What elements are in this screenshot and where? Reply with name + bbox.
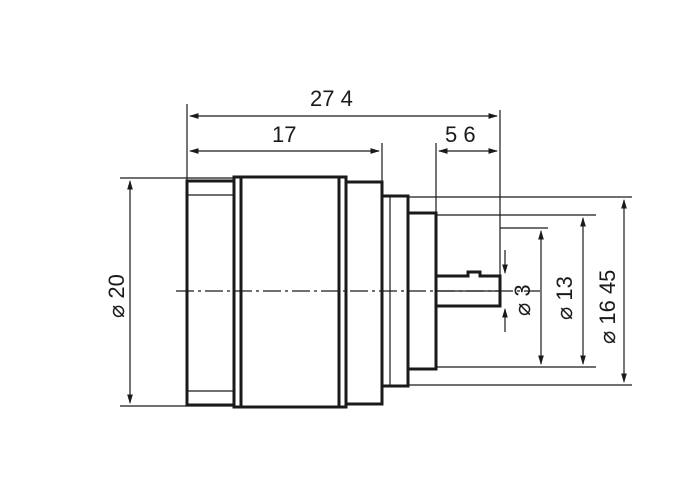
right-collar	[344, 180, 384, 406]
connector-body	[176, 175, 540, 409]
knurled-nut	[232, 175, 348, 409]
dim-pin-length: 5 6	[445, 122, 476, 147]
dim-diameter-outer: ⌀ 16 45	[595, 270, 620, 344]
dimension-lines	[127, 113, 627, 404]
left-collar	[185, 179, 236, 407]
center-pin	[436, 270, 502, 308]
dim-diameter-body: ⌀ 20	[104, 274, 129, 318]
extension-lines	[120, 104, 632, 407]
dim-diameter-inner: ⌀ 13	[552, 276, 577, 320]
dim-body-length: 17	[272, 122, 296, 147]
dim-overall-length: 27 4	[310, 86, 353, 111]
dim-diameter-pin: ⌀ 3	[510, 284, 535, 316]
